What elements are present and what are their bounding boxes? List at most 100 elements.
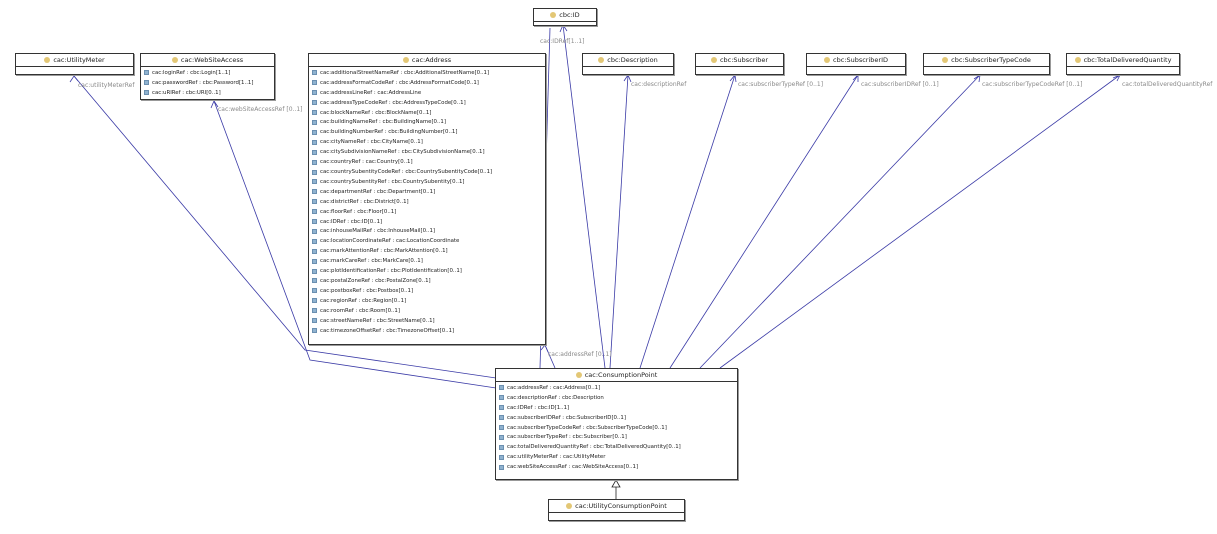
attribute-icon bbox=[312, 209, 317, 215]
attribute: cac:addressTypeCodeRef : cbc:AddressType… bbox=[312, 98, 545, 108]
class-header: cbc:SubscriberTypeCode bbox=[924, 54, 1049, 67]
class-subscriber-id[interactable]: cbc:SubscriberID bbox=[806, 53, 906, 75]
attribute-icon bbox=[312, 110, 317, 116]
edge-subscriber-id bbox=[669, 74, 859, 369]
attribute: cac:departmentRef : cbc:Department[0..1] bbox=[312, 187, 545, 197]
attribute-icon bbox=[312, 100, 317, 106]
class-icon bbox=[942, 57, 949, 63]
attribute-icon bbox=[499, 454, 504, 460]
attribute: cac:IDRef : cbc:ID[0..1] bbox=[312, 217, 545, 227]
attribute: cac:addressFormatCodeRef : cbc:AddressFo… bbox=[312, 78, 545, 88]
attribute-list: cac:loginRef : cbc:Login[1..1] cac:passw… bbox=[141, 67, 274, 98]
class-icon bbox=[710, 57, 717, 63]
attribute: cac:cityNameRef : cbc:CityName[0..1] bbox=[312, 137, 545, 147]
attribute: cac:countrySubentityRef : cbc:CountrySub… bbox=[312, 177, 545, 187]
attribute: cac:regionRef : cbc:Region[0..1] bbox=[312, 296, 545, 306]
attribute-icon bbox=[144, 90, 149, 96]
class-header: cbc:TotalDeliveredQuantity bbox=[1067, 54, 1179, 67]
attribute-icon bbox=[312, 169, 317, 175]
edge-subscriber-type-code bbox=[699, 74, 981, 369]
attribute-icon bbox=[499, 395, 504, 401]
class-icon bbox=[575, 372, 582, 378]
class-description[interactable]: cbc:Description bbox=[582, 53, 674, 75]
attribute-icon bbox=[312, 219, 317, 225]
class-icon bbox=[598, 57, 605, 63]
attribute: cac:blockNameRef : cbc:BlockName[0..1] bbox=[312, 108, 545, 118]
class-icon bbox=[824, 57, 830, 63]
class-cbc-id[interactable]: cbc:ID bbox=[533, 8, 597, 26]
attribute-icon bbox=[144, 80, 149, 86]
edge-subscriber bbox=[639, 74, 736, 369]
edge-label-subscriber-type-ref: cac:subscriberTypeRef [0..1] bbox=[738, 81, 824, 88]
attribute: cac:citySubdivisionNameRef : cbc:CitySub… bbox=[312, 147, 545, 157]
attribute: cac:timezoneOffsetRef : cbc:TimezoneOffs… bbox=[312, 326, 545, 336]
class-utility-consumption-point[interactable]: cac:UtilityConsumptionPoint bbox=[548, 499, 685, 521]
attribute-icon bbox=[312, 179, 317, 185]
attribute: cac:plotIdentificationRef : cbc:PlotIden… bbox=[312, 266, 545, 276]
attribute-icon bbox=[312, 328, 317, 334]
attribute: cac:countrySubentityCodeRef : cbc:Countr… bbox=[312, 167, 545, 177]
attribute: cac:subscriberTypeCodeRef : cbc:Subscrib… bbox=[499, 423, 737, 433]
generalization-triangle bbox=[611, 479, 621, 488]
attribute-icon bbox=[312, 238, 317, 244]
class-address[interactable]: cac:Address cac:additionalStreetNameRef … bbox=[308, 53, 546, 345]
attribute-icon bbox=[499, 415, 504, 421]
attribute-icon bbox=[312, 80, 317, 86]
attribute: cac:streetNameRef : cbc:StreetName[0..1] bbox=[312, 316, 545, 326]
attribute: cac:addressLineRef : cac:AddressLine bbox=[312, 88, 545, 98]
attribute: cac:buildingNumberRef : cbc:BuildingNumb… bbox=[312, 127, 545, 137]
attribute-icon bbox=[312, 308, 317, 314]
attribute: cac:utilityMeterRef : cac:UtilityMeter bbox=[499, 452, 737, 462]
class-header: cac:Address bbox=[309, 54, 545, 67]
attribute-icon bbox=[499, 425, 504, 431]
arrowhead bbox=[69, 75, 79, 83]
attribute-icon bbox=[312, 268, 317, 274]
edge-website-access bbox=[213, 100, 497, 389]
attribute: cac:postalZoneRef : cbc:PostalZone[0..1] bbox=[312, 276, 545, 286]
attribute: cac:districtRef : cbc:District[0..1] bbox=[312, 197, 545, 207]
attribute-icon bbox=[312, 228, 317, 234]
attribute-icon bbox=[312, 258, 317, 264]
class-icon bbox=[566, 503, 573, 509]
edge-label-website-access-ref: cac:webSiteAccessRef [0..1] bbox=[218, 106, 303, 113]
attribute-icon bbox=[312, 149, 317, 155]
attribute-icon bbox=[312, 248, 317, 254]
attribute: cac:markAttentionRef : cbc:MarkAttention… bbox=[312, 246, 545, 256]
edge-description bbox=[609, 74, 629, 369]
class-header: cac:UtilityConsumptionPoint bbox=[549, 500, 684, 513]
attribute-icon bbox=[312, 298, 317, 304]
attribute-icon bbox=[312, 199, 317, 205]
attribute: cac:additionalStreetNameRef : cbc:Additi… bbox=[312, 68, 545, 78]
attribute: cac:floorRef : cbc:Floor[0..1] bbox=[312, 207, 545, 217]
class-header: cac:WebSiteAccess bbox=[141, 54, 274, 67]
class-header: cbc:SubscriberID bbox=[807, 54, 905, 67]
attribute-icon bbox=[312, 119, 317, 125]
class-header: cac:UtilityMeter bbox=[16, 54, 133, 67]
edge-label-id-ref: cac:IDRef[1..1] bbox=[540, 38, 585, 45]
edge-label-subscriber-id-ref: cac:subscriberIDRef [0..1] bbox=[861, 81, 939, 88]
class-utility-meter[interactable]: cac:UtilityMeter bbox=[15, 53, 134, 75]
attribute: cac:loginRef : cbc:Login[1..1] bbox=[144, 68, 274, 78]
attribute-icon bbox=[499, 385, 504, 391]
class-subscriber-type-code[interactable]: cbc:SubscriberTypeCode bbox=[923, 53, 1050, 75]
attribute-icon bbox=[499, 444, 504, 450]
attribute-icon bbox=[312, 278, 317, 284]
class-header: cbc:Description bbox=[583, 54, 673, 67]
attribute: cac:descriptionRef : cbc:Description bbox=[499, 393, 737, 403]
attribute: cac:uRIRef : cbc:URI[0..1] bbox=[144, 88, 274, 98]
attribute: cac:locationCoordinateRef : cac:Location… bbox=[312, 236, 545, 246]
class-total-delivered-quantity[interactable]: cbc:TotalDeliveredQuantity bbox=[1066, 53, 1180, 75]
class-website-access[interactable]: cac:WebSiteAccess cac:loginRef : cbc:Log… bbox=[140, 53, 275, 100]
edge-label-address-ref: cac:addressRef [0..1] bbox=[548, 351, 612, 358]
edge-total-delivered-quantity bbox=[719, 74, 1121, 369]
attribute-icon bbox=[312, 90, 317, 96]
edge-label-subscriber-type-code-ref: cac:subscriberTypeCodeRef [0..1] bbox=[982, 81, 1083, 88]
class-icon bbox=[1074, 57, 1081, 63]
attribute: cac:subscriberTypeRef : cbc:Subscriber[0… bbox=[499, 433, 737, 443]
class-header: cbc:Subscriber bbox=[696, 54, 783, 67]
attribute-list: cac:addressRef : cac:Address[0..1] cac:d… bbox=[496, 382, 737, 472]
attribute: cac:postboxRef : cbc:Postbox[0..1] bbox=[312, 286, 545, 296]
class-consumption-point[interactable]: cac:ConsumptionPoint cac:addressRef : ca… bbox=[495, 368, 738, 480]
class-subscriber[interactable]: cbc:Subscriber bbox=[695, 53, 784, 75]
